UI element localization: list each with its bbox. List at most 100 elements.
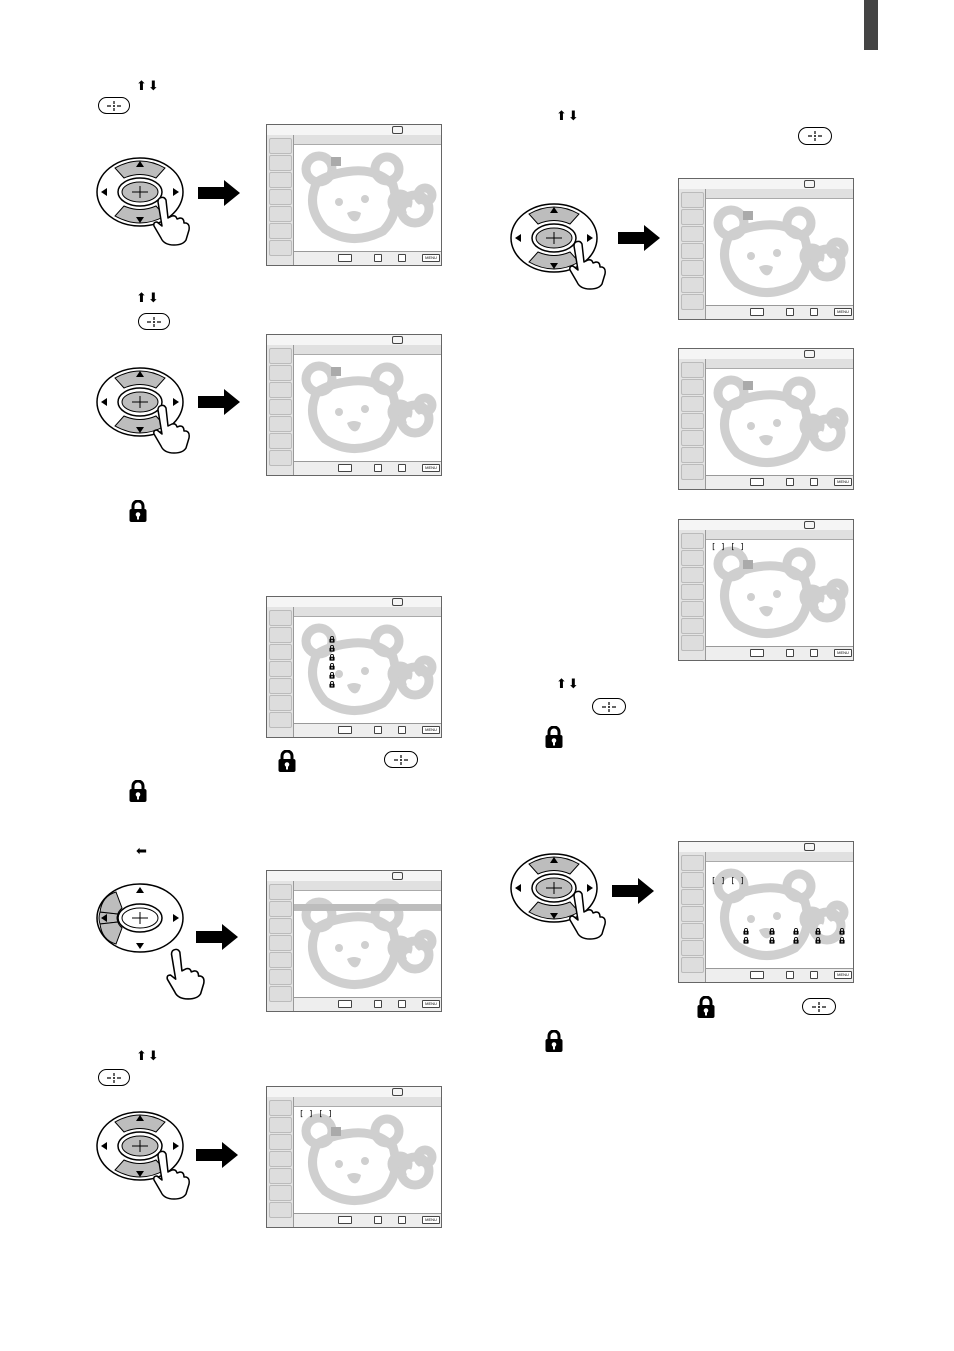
sidebar-menu-icon [269,399,292,415]
sidebar-menu-icon [681,872,704,888]
sidebar-menu-icon [681,243,704,259]
sidebar-menu-icon [269,1100,292,1116]
sidebar-menu-icon [269,712,292,728]
sidebar-menu-icon [269,138,292,154]
enter-button-icon [98,97,130,114]
enter-key-icon [786,649,794,657]
sidebar-menu-icon [681,396,704,412]
sidebar-menu-icon [681,601,704,617]
small-lock-icon [839,931,845,938]
sidebar-menu-icon [269,935,292,951]
small-lock-icon [839,922,845,929]
updown-key-icon [338,1000,352,1008]
enter-key-icon [786,478,794,486]
bear-background-icon [709,542,849,642]
lock-icon [544,1030,564,1053]
screen-sidebar [679,189,706,319]
screen-header-bar [294,881,441,891]
sidebar-menu-icon [269,155,292,171]
screen-header-bar [294,607,441,617]
enter-key-icon [786,308,794,316]
menu-key-label: MENU [834,308,852,316]
sidebar-menu-icon [269,416,292,432]
pointing-hand-icon [566,240,606,290]
select-key-icon [810,308,818,316]
menu-screen-brackets: MENU[ ] [ ] [266,1086,442,1228]
lock-list-screen: MENU [266,596,442,738]
tv-icon [392,1088,403,1096]
menu-screen-highlight: MENU [266,870,442,1012]
sidebar-menu-icon [681,294,704,310]
sidebar-menu-icon [269,661,292,677]
lock-icon [128,780,148,803]
sidebar-menu-icon [681,260,704,276]
sidebar-menu-icon [269,1117,292,1133]
tv-icon [392,336,403,344]
right-block-arrow-icon [198,389,240,415]
small-lock-icon [815,922,821,929]
dpad-remote-icon [96,882,192,954]
screen-sidebar [267,135,294,265]
sidebar-menu-icon [681,464,704,480]
updown-key-icon [338,1216,352,1224]
lock-icon [277,750,297,773]
sidebar-menu-icon [269,240,292,256]
menu-screen: MENU [266,124,442,266]
bear-background-icon [297,619,437,719]
screen-sidebar [267,881,294,1011]
sidebar-menu-icon [681,550,704,566]
updown-key-icon [338,464,352,472]
lock-grid-screen: MENU[ ] [ ] [678,841,854,983]
tv-icon [392,126,403,134]
menu-key-label: MENU [422,254,440,262]
sidebar-menu-icon [681,957,704,973]
updown-key-icon [338,726,352,734]
screen-sidebar [267,345,294,475]
sidebar-menu-icon [269,348,292,364]
screen-sidebar [679,852,706,982]
left-arrow-icon: ⬅ [136,844,148,859]
screen-bottom-bar: MENU [294,1213,441,1227]
small-lock-icon [793,931,799,938]
sidebar-menu-icon [269,382,292,398]
lock-icon [544,726,564,749]
select-key-icon [398,726,406,734]
tv-icon [392,872,403,880]
pointing-hand-icon [162,948,206,1000]
sidebar-menu-icon [269,365,292,381]
updown-key-icon [338,254,352,262]
screen-bottom-bar: MENU [294,461,441,475]
right-block-arrow-icon [618,225,660,251]
screen-header-bar [706,189,853,199]
enter-key-icon [374,1216,382,1224]
sidebar-menu-icon [269,695,292,711]
select-key-icon [398,254,406,262]
sidebar-menu-icon [269,986,292,1002]
sidebar-menu-icon [269,1134,292,1150]
pointing-hand-icon [150,1150,190,1200]
sidebar-menu-icon [681,635,704,651]
updown-arrow-icon: ⬆⬇ [556,109,580,124]
small-lock-icon [769,922,775,929]
sidebar-menu-icon [269,952,292,968]
tv-icon [804,843,815,851]
select-key-icon [398,1000,406,1008]
sidebar-menu-icon [269,1202,292,1218]
screen-header-bar [294,135,441,145]
menu-key-label: MENU [834,649,852,657]
enter-key-icon [374,1000,382,1008]
sidebar-menu-icon [269,450,292,466]
bear-background-icon [709,201,849,301]
sidebar-menu-icon [681,940,704,956]
sidebar-menu-icon [269,1151,292,1167]
enter-key-icon [374,464,382,472]
screen-bottom-bar: MENU [706,305,853,319]
screen-bottom-bar: MENU [294,997,441,1011]
screen-bottom-bar: MENU [706,646,853,660]
sidebar-menu-icon [681,362,704,378]
small-lock-icon [329,666,335,673]
sidebar-menu-icon [269,627,292,643]
right-block-arrow-icon [196,924,238,950]
enter-key-icon [374,254,382,262]
sidebar-menu-icon [269,206,292,222]
